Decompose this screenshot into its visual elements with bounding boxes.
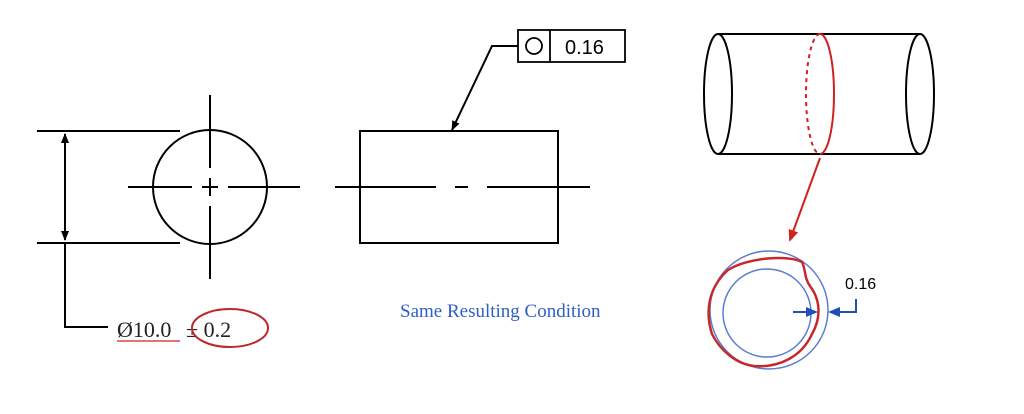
leader-line	[64, 243, 108, 328]
caption: Same Resulting Condition	[400, 301, 601, 322]
feature-control-frame	[517, 29, 626, 63]
section-plane-hidden	[805, 33, 821, 155]
diameter-text: Ø10.0	[117, 317, 171, 342]
cross-section	[707, 250, 857, 370]
cylinder-left-end	[703, 33, 733, 155]
cylinder-right-end	[919, 33, 935, 155]
section-plane-front	[819, 33, 835, 155]
fcf-value: 0.16	[565, 37, 604, 59]
zone-label: 0.16	[845, 276, 876, 293]
fcf-leader-arrow	[451, 45, 518, 131]
zone-arrow-right	[828, 299, 857, 317]
side-view	[335, 29, 626, 244]
actual-profile	[707, 256, 820, 368]
section-arrow	[788, 157, 821, 242]
circularity-icon	[525, 37, 543, 55]
cylinder-3d	[703, 33, 935, 242]
front-view	[37, 95, 300, 328]
tolerance-highlight-ellipse	[191, 308, 269, 348]
